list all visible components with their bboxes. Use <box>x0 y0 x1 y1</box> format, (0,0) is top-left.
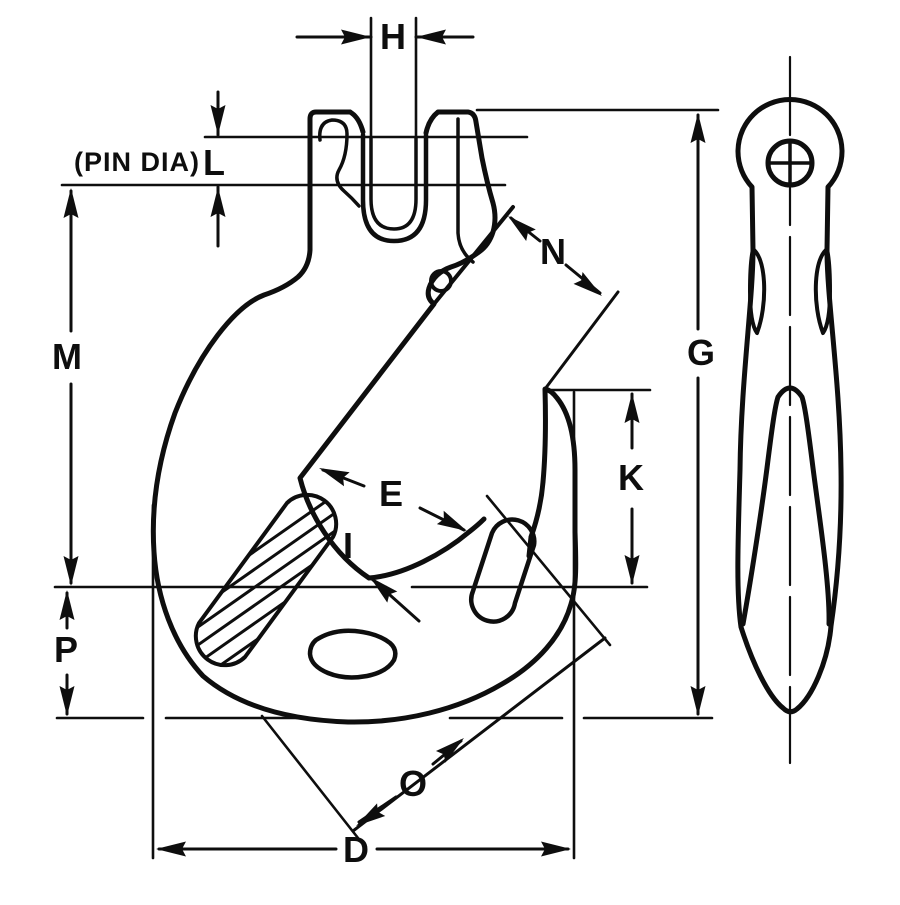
side-slot-right <box>813 247 832 335</box>
ext-n-upper <box>432 205 515 306</box>
arrowheads <box>59 29 706 857</box>
label-g: G <box>687 332 715 373</box>
arrow-e-upper <box>319 468 350 487</box>
arrow-g-bottom <box>690 686 706 716</box>
clevis-slot-outer <box>360 132 429 244</box>
label-m: M <box>52 336 82 377</box>
chain-notch <box>469 517 537 624</box>
ext-n-lower <box>543 290 620 391</box>
arrow-i <box>370 577 398 603</box>
left-lug-inner-contour <box>318 118 361 208</box>
hook-body-outline <box>150 109 579 725</box>
label-i: I <box>343 525 353 566</box>
side-view-inner-arch <box>740 385 832 627</box>
arrow-e-lower <box>436 510 467 531</box>
arrow-g-top <box>690 113 706 143</box>
right-lug-inner-contour <box>456 117 475 264</box>
side-view-outline <box>735 97 845 715</box>
clevis-top-dip-left <box>347 109 366 135</box>
relief-hole <box>307 628 398 680</box>
label-p: P <box>54 629 78 670</box>
arrow-l-top <box>210 105 226 135</box>
ext-o-lower <box>260 714 360 840</box>
label-e: E <box>379 473 403 514</box>
label-l: L <box>203 142 225 183</box>
label-o: O <box>399 763 427 804</box>
extension-lines <box>53 16 720 860</box>
arrow-n-lower <box>573 271 602 296</box>
arrow-k-bottom <box>624 555 640 585</box>
arrow-p-top <box>59 590 75 620</box>
arrow-m-top <box>63 188 79 218</box>
arrow-o-upper <box>435 738 464 763</box>
arrow-m-bottom <box>63 556 79 586</box>
hook-throat-outline <box>297 109 498 581</box>
label-k: K <box>618 457 644 498</box>
side-view <box>735 55 845 765</box>
dimension-labels: H (PIN DIA) L M N G E I K P O D <box>52 16 715 870</box>
arrow-h-right <box>416 29 446 45</box>
label-h: H <box>380 16 406 57</box>
arrow-n-upper <box>508 216 536 242</box>
arrow-p-bottom <box>59 686 75 716</box>
arrow-d-right <box>541 841 571 857</box>
label-pin-dia: (PIN DIA) <box>74 147 200 177</box>
arrow-k-top <box>624 393 640 423</box>
clevis-slot-inner <box>369 136 418 231</box>
arrow-o-lower <box>356 803 386 826</box>
ext-o-upper <box>485 494 612 647</box>
side-slot-left <box>748 247 767 335</box>
arrow-h-left <box>341 29 371 45</box>
label-n: N <box>540 231 566 272</box>
arrow-d-left <box>156 841 186 857</box>
dimensions: H (PIN DIA) L M N G E I K P O D <box>52 16 720 870</box>
arrow-l-bottom <box>210 187 226 217</box>
label-d: D <box>343 829 369 870</box>
